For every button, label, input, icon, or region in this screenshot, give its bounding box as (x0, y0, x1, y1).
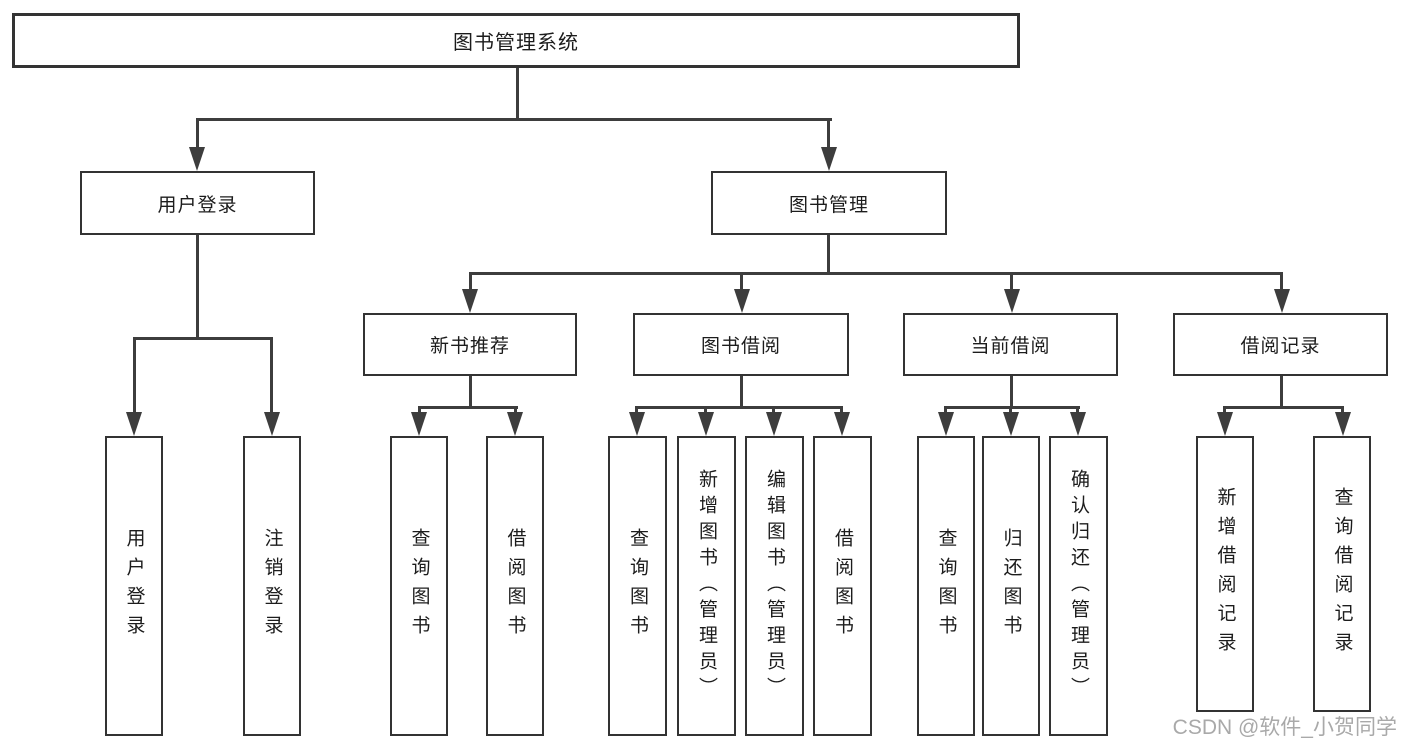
node-new-book-recommend-label: 新书推荐 (429, 336, 510, 357)
arrowhead-user-leaf1 (126, 412, 142, 436)
connector-current-leaf2-drop (1009, 406, 1012, 414)
node-borrowing-records: 借阅记录 (1173, 313, 1388, 376)
arrowhead-newbook (462, 289, 478, 313)
leaf-current-confirm-admin: 确认归还（管理员） (1049, 436, 1108, 736)
arrowhead-borrow-leaf2 (698, 412, 714, 436)
arrowhead-user-leaf2 (264, 412, 280, 436)
leaf-borrow-query: 查询图书 (608, 436, 667, 736)
arrowhead-borrow-leaf1 (629, 412, 645, 436)
connector-current-stem (1010, 376, 1013, 406)
node-book-management: 图书管理 (711, 171, 947, 235)
node-borrowing-records-label: 借阅记录 (1240, 336, 1321, 357)
node-current-borrowing-label: 当前借阅 (970, 336, 1051, 357)
connector-book-mgmt-drop (827, 118, 830, 149)
connector-mgmt-bar (469, 272, 1283, 275)
connector-mgmt-stem (827, 235, 830, 274)
leaf-record-query: 查询借阅记录 (1313, 436, 1371, 712)
leaf-record-query-label: 查询借阅记录 (1331, 487, 1353, 661)
node-current-borrowing: 当前借阅 (903, 313, 1118, 376)
connector-record-leaf1-drop (1223, 406, 1226, 414)
connector-record-stem (1280, 376, 1283, 406)
arrowhead-user-login (189, 147, 205, 171)
leaf-current-query: 查询图书 (917, 436, 975, 736)
leaf-borrow-query-label: 查询图书 (627, 528, 648, 644)
connector-user-stem (196, 235, 199, 337)
leaf-record-add-label: 新增借阅记录 (1214, 487, 1236, 661)
leaf-user-login: 用户登录 (105, 436, 163, 736)
connector-root-stem (516, 68, 519, 118)
connector-user-leaf2-drop (270, 337, 273, 414)
leaf-logout-label: 注销登录 (261, 528, 283, 644)
connector-current-drop (1010, 272, 1013, 291)
connector-user-login-drop (196, 118, 199, 149)
node-book-borrowing: 图书借阅 (633, 313, 849, 376)
arrowhead-current (1004, 289, 1020, 313)
connector-record-drop (1280, 272, 1283, 291)
arrowhead-newbook-leaf2 (507, 412, 523, 436)
connector-borrow-bar (635, 406, 843, 409)
arrowhead-current-leaf2 (1003, 412, 1019, 436)
leaf-current-query-label: 查询图书 (935, 528, 957, 644)
arrowhead-current-leaf3 (1070, 412, 1086, 436)
leaf-borrow-edit-admin: 编辑图书（管理员） (745, 436, 804, 736)
leaf-current-confirm-admin-label: 确认归还（管理员） (1068, 469, 1089, 703)
arrowhead-borrow-leaf4 (834, 412, 850, 436)
leaf-borrow-borrow-label: 借阅图书 (832, 528, 853, 644)
leaf-current-return: 归还图书 (982, 436, 1040, 736)
leaf-borrow-borrow: 借阅图书 (813, 436, 872, 736)
connector-borrow-drop (740, 272, 743, 291)
connector-borrow-stem (740, 376, 743, 406)
arrowhead-newbook-leaf1 (411, 412, 427, 436)
arrowhead-record (1274, 289, 1290, 313)
node-book-management-label: 图书管理 (788, 194, 869, 216)
arrowhead-record-leaf1 (1217, 412, 1233, 436)
leaf-borrow-add-admin-label: 新增图书（管理员） (696, 469, 717, 703)
node-root-label: 图书管理系统 (453, 32, 579, 54)
connector-user-bar (133, 337, 273, 340)
connector-current-bar (944, 406, 1080, 409)
leaf-logout: 注销登录 (243, 436, 301, 736)
connector-newbook-leaf1-drop (418, 406, 421, 414)
connector-newbook-bar (418, 406, 518, 409)
leaf-newbook-borrow: 借阅图书 (486, 436, 544, 736)
node-new-book-recommend: 新书推荐 (363, 313, 577, 376)
arrowhead-borrow (734, 289, 750, 313)
leaf-newbook-query: 查询图书 (390, 436, 448, 736)
leaf-borrow-add-admin: 新增图书（管理员） (677, 436, 736, 736)
connector-newbook-drop (469, 272, 472, 291)
leaf-newbook-query-label: 查询图书 (408, 528, 430, 644)
arrowhead-record-leaf2 (1335, 412, 1351, 436)
node-book-borrowing-label: 图书借阅 (700, 336, 781, 357)
arrowhead-book-mgmt (821, 147, 837, 171)
connector-newbook-stem (469, 376, 472, 406)
leaf-newbook-borrow-label: 借阅图书 (504, 528, 526, 644)
connector-root-bar (196, 118, 832, 121)
leaf-user-login-label: 用户登录 (123, 528, 145, 644)
leaf-borrow-edit-admin-label: 编辑图书（管理员） (764, 469, 785, 703)
connector-record-leaf2-drop (1341, 406, 1344, 414)
connector-current-leaf1-drop (944, 406, 947, 414)
csdn-watermark: CSDN @软件_小贺同学 (1172, 716, 1397, 739)
connector-borrow-leaf4-drop (840, 406, 843, 414)
node-user-login-label: 用户登录 (157, 194, 238, 216)
connector-borrow-leaf1-drop (635, 406, 638, 414)
connector-borrow-leaf2-drop (704, 406, 707, 414)
arrowhead-current-leaf1 (938, 412, 954, 436)
connector-record-bar (1223, 406, 1344, 409)
connector-newbook-leaf2-drop (514, 406, 517, 414)
connector-current-leaf3-drop (1076, 406, 1079, 414)
arrowhead-borrow-leaf3 (766, 412, 782, 436)
leaf-record-add: 新增借阅记录 (1196, 436, 1254, 712)
node-root: 图书管理系统 (12, 13, 1020, 68)
node-user-login: 用户登录 (80, 171, 315, 235)
leaf-current-return-label: 归还图书 (1000, 528, 1022, 644)
connector-user-leaf1-drop (133, 337, 136, 414)
connector-borrow-leaf3-drop (772, 406, 775, 414)
